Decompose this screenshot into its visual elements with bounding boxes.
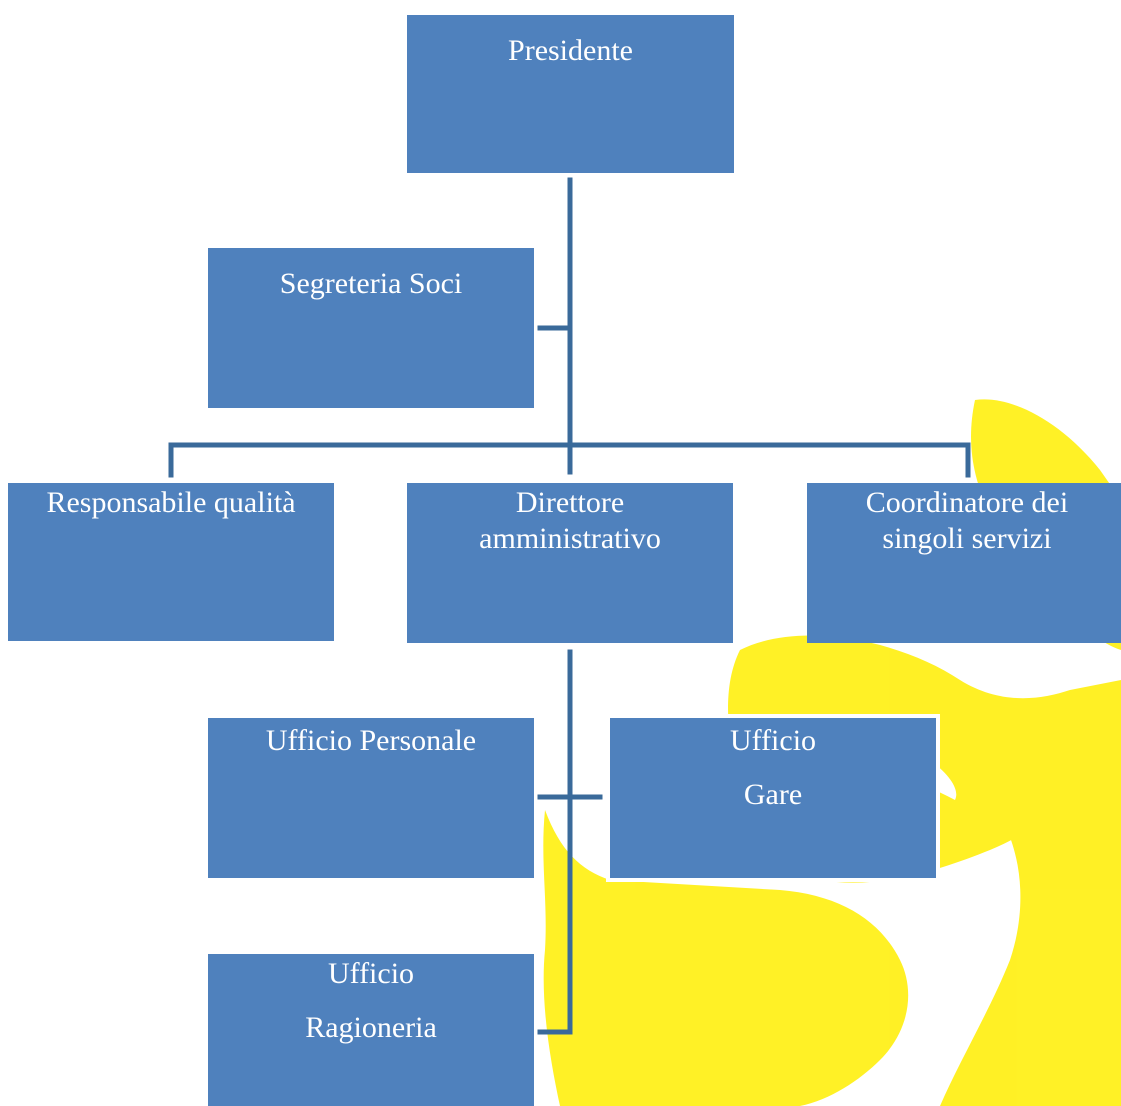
node-coordinatore-label-line2: singoli servizi bbox=[882, 522, 1052, 555]
node-ufficio-gare-label-line2: Gare bbox=[743, 778, 803, 811]
node-presidente-label: Presidente bbox=[508, 34, 633, 67]
node-ufficio-personale: Ufficio Personale bbox=[208, 718, 534, 878]
node-direttore-label-line1: Direttore bbox=[515, 486, 625, 519]
node-ufficio-personale-label: Ufficio Personale bbox=[265, 724, 477, 757]
node-presidente: Presidente bbox=[407, 15, 734, 173]
node-direttore-label-line2: amministrativo bbox=[479, 522, 661, 555]
node-ufficio-ragioneria-label-line2: Ragioneria bbox=[305, 1011, 437, 1044]
node-ufficio-gare: Ufficio Gare bbox=[606, 714, 940, 882]
node-ufficio-ragioneria: Ufficio Ragioneria bbox=[208, 954, 534, 1106]
watermark-blob-right bbox=[940, 705, 1121, 1106]
watermark-blob-lower bbox=[543, 810, 909, 1106]
node-segreteria-soci-label: Segreteria Soci bbox=[279, 267, 463, 300]
node-direttore-amministrativo: Direttore amministrativo bbox=[407, 483, 733, 643]
node-responsabile-qualita-label: Responsabile qualità bbox=[46, 486, 296, 519]
node-coordinatore-label-line1: Coordinatore dei bbox=[865, 486, 1069, 519]
node-segreteria-soci: Segreteria Soci bbox=[208, 248, 534, 408]
node-ufficio-ragioneria-label-line1: Ufficio bbox=[327, 957, 415, 990]
node-ufficio-gare-label-line1: Ufficio bbox=[729, 724, 817, 757]
node-coordinatore-servizi: Coordinatore dei singoli servizi bbox=[807, 483, 1121, 643]
node-responsabile-qualita: Responsabile qualità bbox=[8, 483, 334, 641]
connector-third-level-bus bbox=[168, 442, 971, 478]
